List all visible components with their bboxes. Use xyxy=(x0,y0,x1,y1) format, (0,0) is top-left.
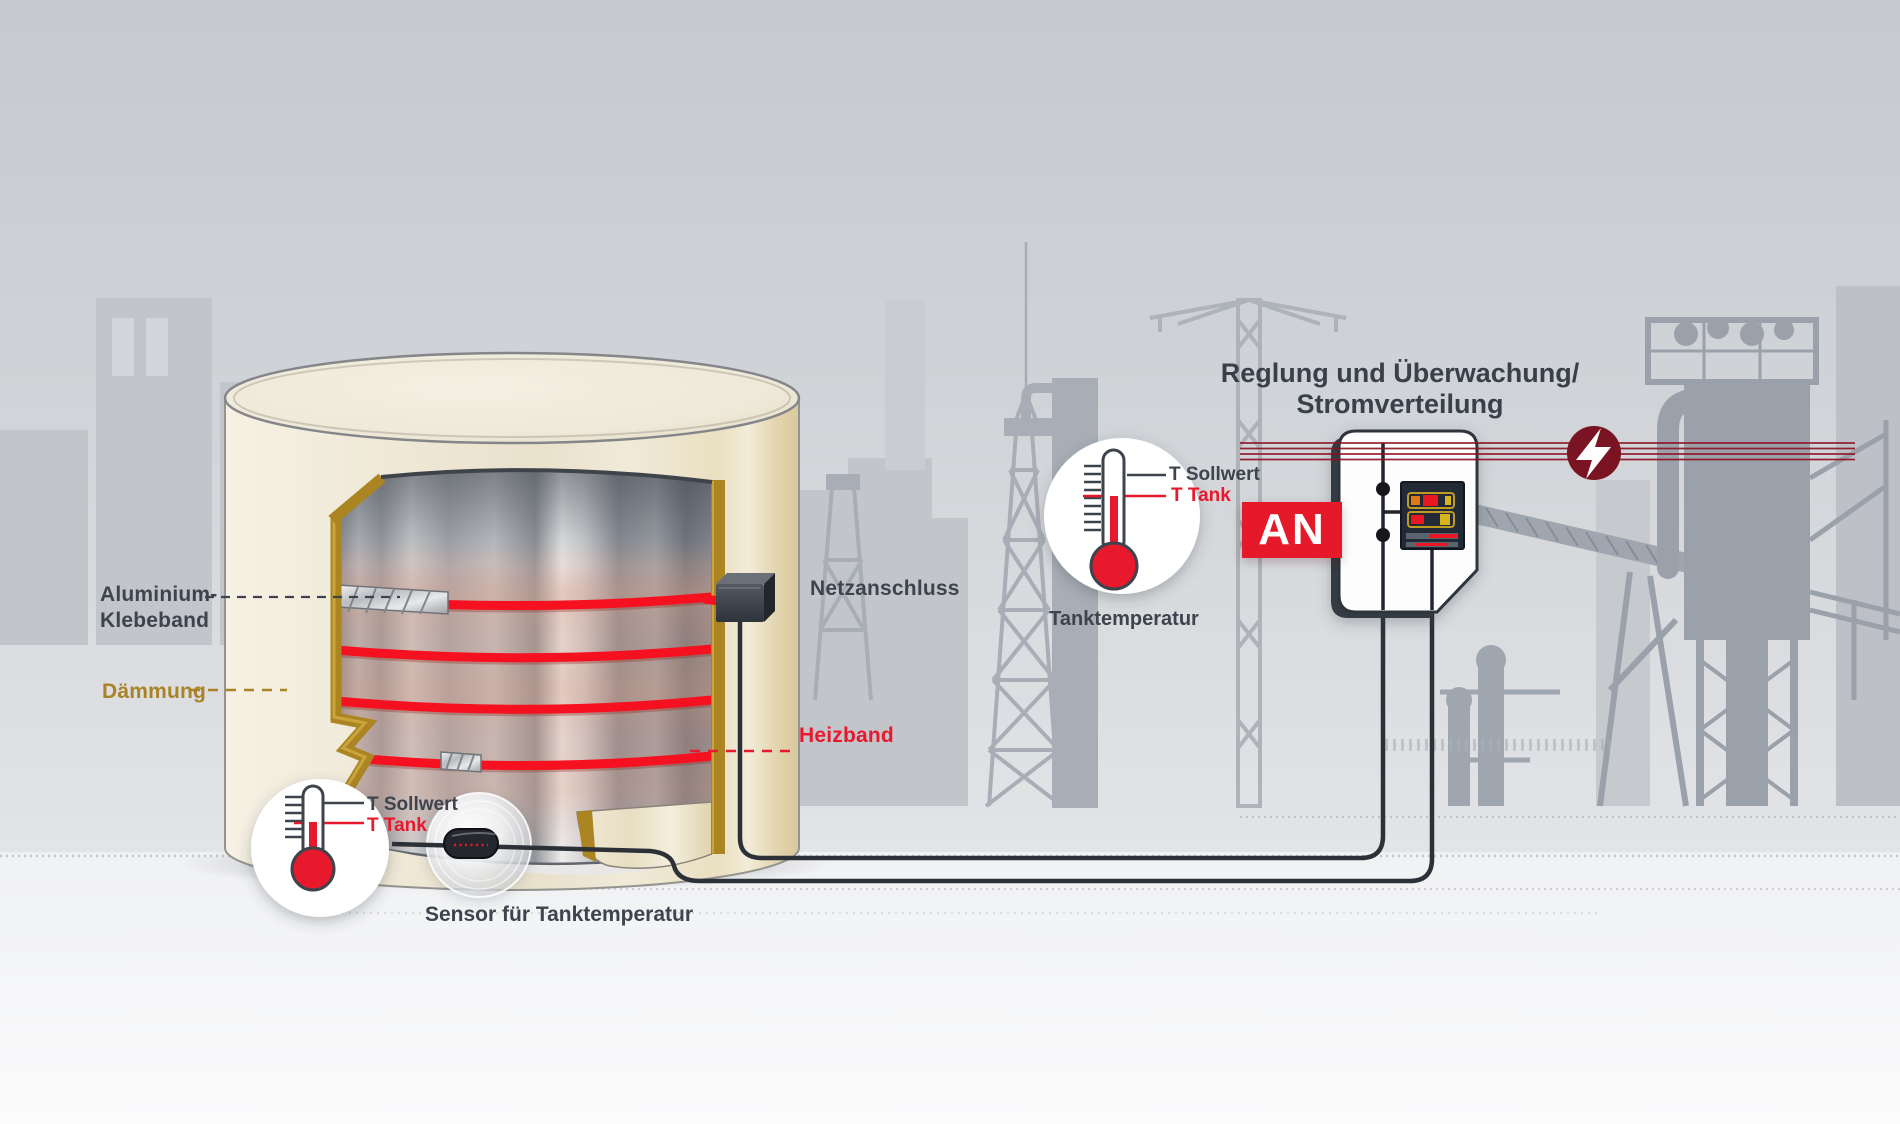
aluminium-tape-patch xyxy=(440,751,482,773)
netzanschluss-label: Netzanschluss xyxy=(810,577,960,600)
heizband-heating-tapes xyxy=(336,592,712,771)
leader-lines xyxy=(190,595,798,753)
power-feed-lines xyxy=(1240,442,1855,461)
heizband-line xyxy=(336,695,712,714)
tank-cutaway-opening xyxy=(336,470,712,875)
t-tank-label: T Tank xyxy=(1171,485,1231,506)
control-unit-display xyxy=(1400,481,1465,550)
thermometer-icon xyxy=(1044,438,1200,594)
tank-temperature-sensor xyxy=(443,828,507,859)
outer-wall-remnant xyxy=(576,801,712,870)
power-and-sensor-cables xyxy=(737,610,1386,861)
storage-tank xyxy=(223,351,801,891)
refinery-vessels-silhouette xyxy=(1385,645,1610,806)
junction-dot xyxy=(1376,528,1390,542)
mains-cable xyxy=(737,610,1386,861)
tanktemperatur-caption: Tanktemperatur xyxy=(1049,608,1199,630)
thermometer-icon xyxy=(251,779,389,917)
process-tower-silhouette xyxy=(1645,317,1889,806)
control-unit xyxy=(1331,429,1479,618)
status-badge-an: AN xyxy=(1242,502,1342,558)
t-sollwert-label: T Sollwert xyxy=(1169,464,1260,485)
t-sollwert-label: T Sollwert xyxy=(367,794,458,815)
lightning-bolt-icon xyxy=(1567,426,1621,480)
aluminium-klebeband-label: Aluminium- Klebeband xyxy=(100,583,218,632)
heizband-line xyxy=(355,751,712,771)
control-unit-title: Reglung und Überwachung/ Stromverteilung xyxy=(1220,358,1580,419)
junction-dot xyxy=(1376,482,1390,496)
tank-top-lid xyxy=(223,351,801,445)
t-tank-label: T Tank xyxy=(367,815,427,836)
sensor-cable xyxy=(391,610,1435,884)
daemmung-label: Dämmung xyxy=(102,680,207,703)
heizband-line xyxy=(336,644,712,663)
sensor-caption: Sensor für Tanktemperatur xyxy=(424,903,693,926)
heizband-label: Heizband xyxy=(799,724,894,747)
netzanschluss-connector xyxy=(716,573,775,622)
